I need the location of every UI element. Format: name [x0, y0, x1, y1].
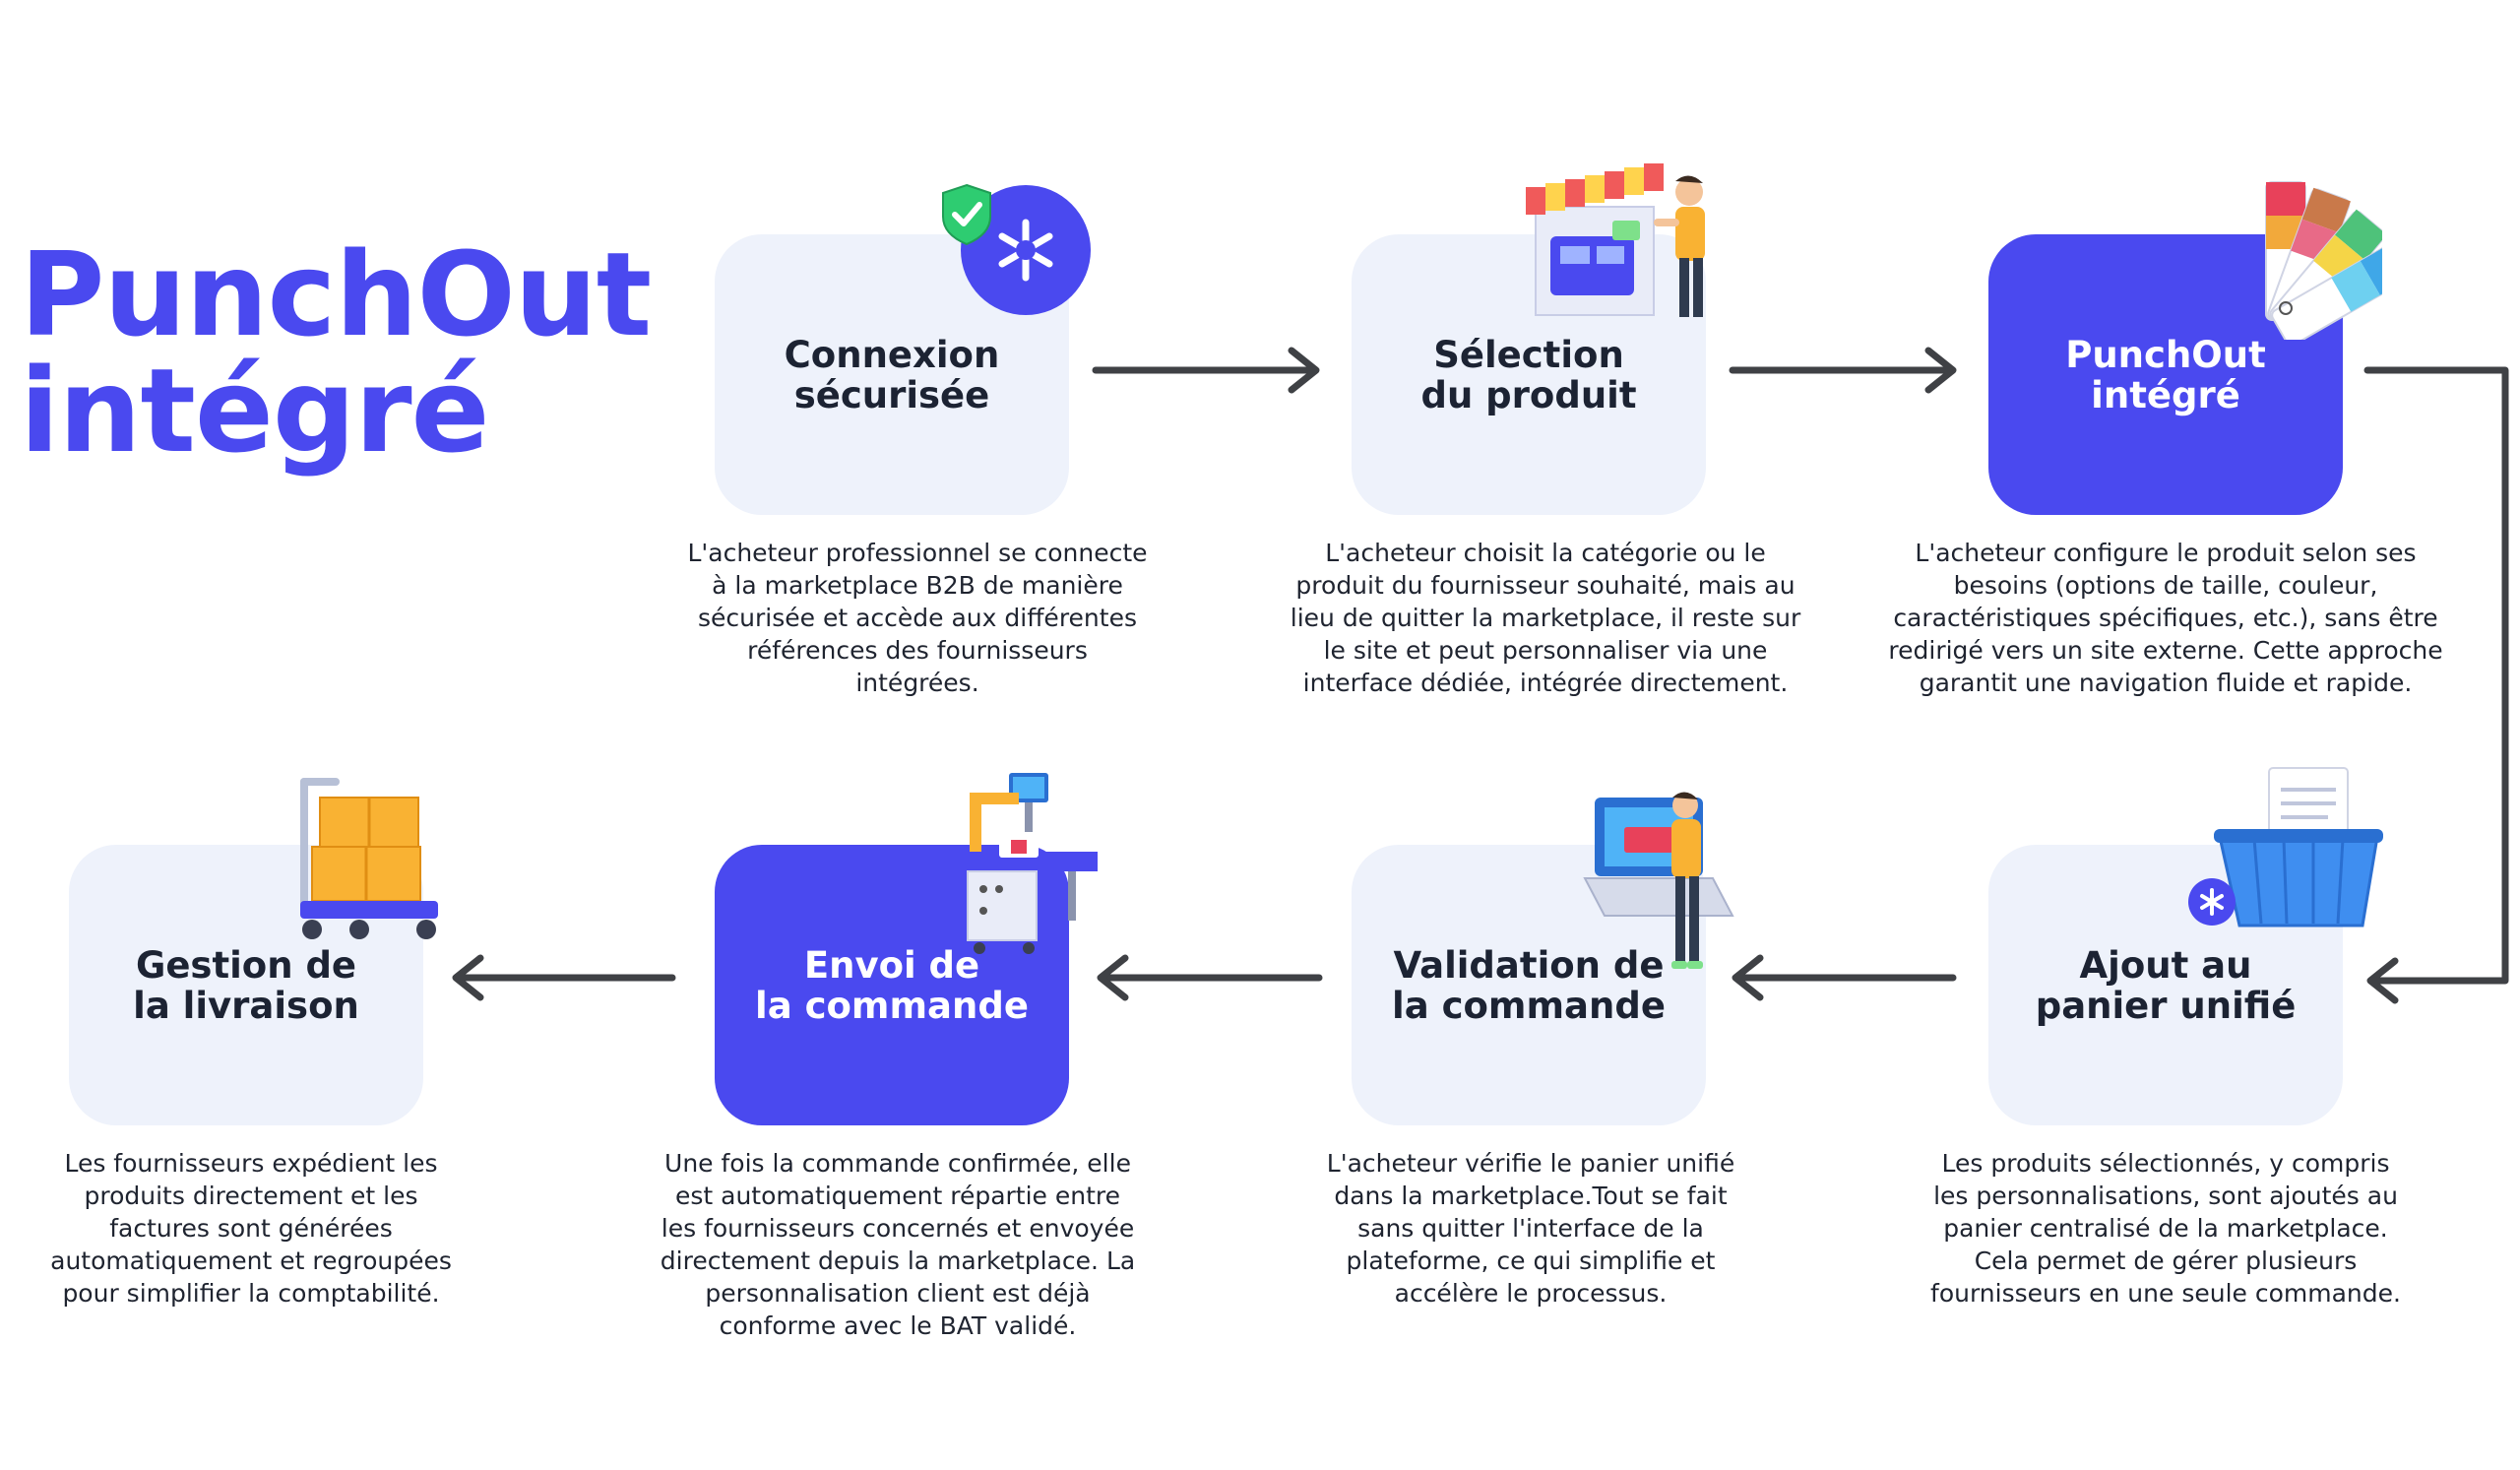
arrow-punchout-to-ajout	[2363, 366, 2509, 985]
arrowhead	[1732, 954, 1764, 1001]
store-person-icon	[1526, 163, 1705, 317]
color-swatch-icon	[2265, 181, 2382, 340]
arrowhead	[1924, 347, 1957, 394]
arrowhead	[1288, 347, 1320, 394]
arrowhead	[2366, 957, 2399, 1004]
delivery-trolley-icon	[300, 778, 438, 939]
title-line-2: intégré	[20, 343, 490, 479]
step-label: Validation de la commande	[1392, 943, 1666, 1027]
step-description-selection: L'acheteur choisit la catégorie ou le pr…	[1290, 539, 1801, 697]
step-box-selection: Sélection du produit	[1352, 234, 1706, 515]
step-label: Envoi de la commande	[755, 943, 1029, 1027]
step-description-punchout: L'acheteur configure le produit selon se…	[1888, 539, 2443, 697]
step-label: PunchOut intégré	[2065, 333, 2266, 416]
step-description-connexion: L'acheteur professionnel se connecte à l…	[687, 539, 1148, 697]
step-label: Sélection du produit	[1420, 333, 1637, 416]
arrowhead	[452, 954, 484, 1001]
printer-machine-icon	[960, 773, 1098, 954]
shield-check-icon	[942, 183, 1091, 315]
laptop-payment-icon	[1583, 792, 1734, 969]
title-line-1: PunchOut	[20, 226, 652, 362]
step-label: Ajout au panier unifié	[2035, 943, 2297, 1027]
step-description-ajout-panier: Les produits sélectionnés, y compris les…	[1930, 1149, 2401, 1308]
step-box-validation: Validation de la commande	[1352, 845, 1706, 1125]
step-box-connexion: Connexion sécurisée	[715, 234, 1069, 515]
arrowhead	[1097, 954, 1129, 1001]
step-description-envoi: Une fois la commande confirmée, elle est…	[660, 1149, 1136, 1340]
step-label: Gestion de la livraison	[133, 943, 359, 1027]
step-description-validation: L'acheteur vérifie le panier unifié dans…	[1326, 1149, 1735, 1308]
step-label: Connexion sécurisée	[784, 333, 1000, 416]
page-title: PunchOut intégré	[20, 226, 652, 479]
step-description-livraison: Les fournisseurs expédient les produits …	[50, 1149, 452, 1308]
shopping-basket-icon	[2188, 767, 2383, 927]
